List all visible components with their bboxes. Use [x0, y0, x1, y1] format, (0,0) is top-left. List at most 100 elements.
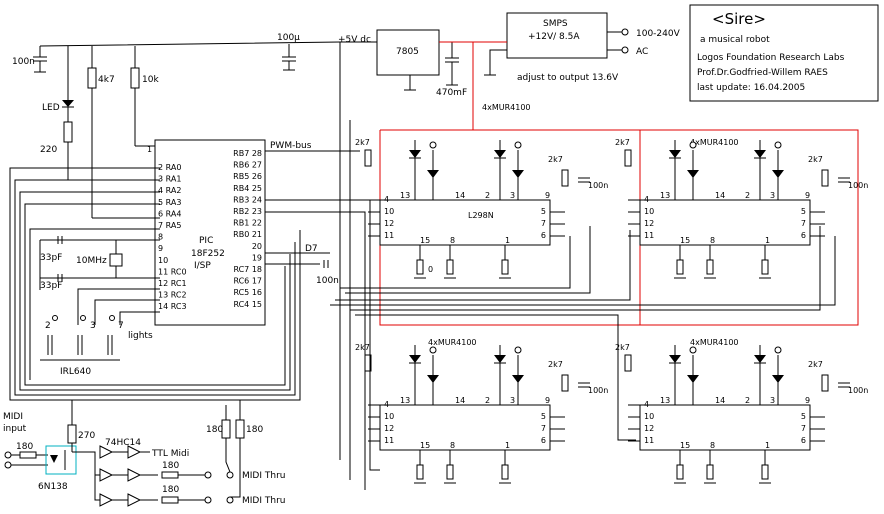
cap-100u-label: 100µ — [277, 33, 300, 43]
c33pf-b-label: 33pF — [40, 281, 62, 291]
r2k7 — [624, 149, 632, 167]
pin-right-label: 7 — [801, 424, 806, 433]
midi-thru1-label: MIDI Thru — [242, 471, 285, 481]
r2k7 — [364, 149, 372, 167]
fet-pin3-label: 3 — [90, 321, 96, 331]
driver-interconnect — [265, 199, 836, 490]
pin-top-label: 9 — [545, 396, 550, 405]
pin-right-label: 6 — [541, 436, 546, 445]
pin-top-label: 2 — [485, 396, 490, 405]
pin-top-label: 9 — [545, 191, 550, 200]
l298n-label: L298N — [468, 211, 494, 220]
crystal — [109, 253, 123, 267]
pin-left-label: 10 — [644, 207, 654, 216]
pic-left-pin-label: 6 RA4 — [158, 209, 181, 218]
lights-label: lights — [128, 331, 153, 341]
pin-left-label: 10 — [384, 412, 394, 421]
pic-right-pin-label: RB1 22 — [233, 219, 262, 228]
pic-right-pin-label: RC4 15 — [233, 300, 262, 309]
pin-top-label: 14 — [455, 191, 465, 200]
pin-top-label: 14 — [715, 396, 725, 405]
cap-100n-left-label: 100n — [12, 57, 35, 67]
pin-left-label: 4 — [384, 400, 389, 409]
subtitle-text: a musical robot — [700, 35, 770, 45]
pic-left-pin-label: 11 RC0 — [158, 267, 187, 276]
pin-bottom-label: 8 — [710, 236, 715, 245]
r2k7-label: 2k7 — [548, 360, 563, 369]
mains-label: 100-240V — [636, 29, 681, 39]
pin-right-label: 7 — [541, 424, 546, 433]
pin-left-label: 10 — [384, 207, 394, 216]
midi-thru2-label: MIDI Thru — [242, 496, 285, 506]
pic-right-pin-label: RB3 24 — [233, 195, 262, 204]
smps-label: SMPS — [543, 19, 568, 29]
pin-top-label: 9 — [805, 191, 810, 200]
ttl-midi-label: TTL Midi — [151, 449, 189, 459]
mur4100-label: 4xMUR4100 — [690, 138, 739, 147]
pic-right-pin-label: RB0 21 — [233, 230, 262, 239]
c100n-label: 100n — [848, 181, 868, 190]
pin-top-label: 9 — [805, 396, 810, 405]
pin-bottom-label: 1 — [765, 236, 770, 245]
inverter-label: 74HC14 — [105, 438, 141, 448]
r4k7-label: 4k7 — [98, 75, 115, 85]
mur4100-label: 4xMUR4100 — [482, 103, 531, 112]
pin-top-label: 13 — [660, 396, 670, 405]
r10k-label: 10k — [142, 75, 159, 85]
pin-right-label: 7 — [801, 219, 806, 228]
pic-right-pin-label: RC6 17 — [233, 277, 262, 286]
pin-left-label: 11 — [384, 436, 394, 445]
irl640-label: IRL640 — [60, 367, 91, 377]
pin-top-label: 3 — [770, 396, 775, 405]
last-update-text: last update: 16.04.2005 — [697, 83, 805, 93]
pic-right-pin-label: RB7 28 — [233, 149, 262, 158]
pin-left-label: 11 — [644, 231, 654, 240]
smps-voltage: +12V/ 8.5A — [528, 32, 580, 42]
pwm-bus-label: PWM-bus — [270, 141, 312, 151]
fet-pin7-label: 7 — [118, 321, 124, 331]
adjust-label: adjust to output 13.6V — [517, 73, 619, 83]
pic-left-pin-label: 7 RA5 — [158, 221, 181, 230]
r180a-label: 180 — [16, 442, 33, 452]
pic-left-pin-label: 12 RC1 — [158, 279, 187, 288]
c100n-label: 100n — [588, 386, 608, 395]
r270-label: 270 — [78, 431, 95, 441]
pin-bottom-label: 8 — [450, 441, 455, 450]
pin-bottom-label: 8 — [710, 441, 715, 450]
pic-left-pin-label: 10 — [158, 256, 168, 265]
mur4100-label: 4xMUR4100 — [428, 338, 477, 347]
pin-bottom-label: 15 — [420, 236, 430, 245]
led-icon — [62, 100, 74, 107]
opto-label: 6N138 — [38, 482, 68, 492]
pin-left-label: 11 — [644, 436, 654, 445]
pin-right-label: 6 — [541, 231, 546, 240]
pin-right-label: 5 — [541, 412, 546, 421]
r180e-label: 180 — [246, 425, 263, 435]
pic-model-label: 18F252 — [191, 249, 225, 259]
pin-bottom-label: 8 — [450, 236, 455, 245]
pin-left-label: 4 — [384, 195, 389, 204]
fet-pin2-label: 2 — [45, 321, 51, 331]
supply-5v-label: +5V dc — [338, 35, 371, 45]
l298n-chip — [639, 199, 811, 246]
c100n-label: 100n — [588, 181, 608, 190]
pin-top-label: 3 — [770, 191, 775, 200]
r2k7-label: 2k7 — [615, 343, 630, 352]
pin-top-label: 13 — [400, 396, 410, 405]
pic-right-pin-label: 19 — [252, 253, 262, 262]
r2k7-label: 2k7 — [615, 138, 630, 147]
l298n-chip — [639, 404, 811, 451]
mains-terminal — [621, 28, 629, 36]
pin-top-label: 13 — [660, 191, 670, 200]
irl640-fets — [40, 335, 120, 361]
r2k7-label: 2k7 — [548, 155, 563, 164]
pic-name-label: PIC — [199, 236, 213, 246]
r180d-label: 180 — [206, 425, 223, 435]
pin-right-label: 5 — [801, 207, 806, 216]
power-section: SMPS +12V/ 8.5A 100-240V AC adjust to ou… — [12, 12, 681, 480]
pic-left-pin-label: 5 RA3 — [158, 198, 181, 207]
